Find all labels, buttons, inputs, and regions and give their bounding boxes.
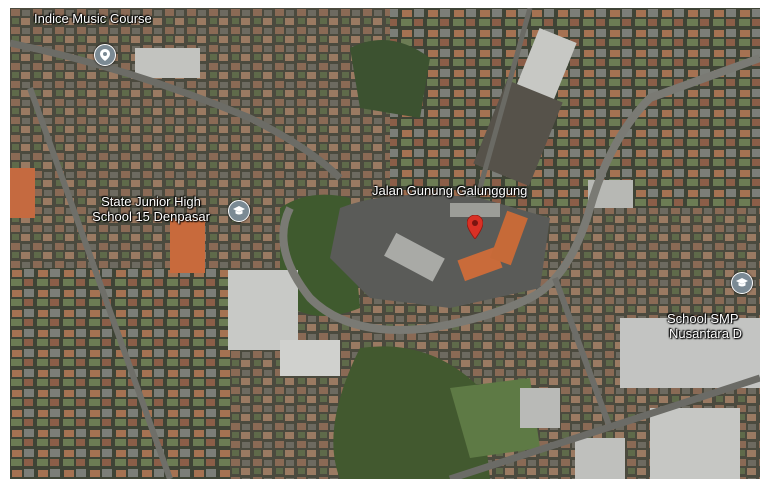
label-school-smp: School SMP Nusantara D bbox=[667, 311, 742, 341]
school-icon[interactable] bbox=[94, 44, 116, 66]
label-indice-music-course: Indice Music Course bbox=[34, 11, 152, 26]
graduation-cap-icon bbox=[233, 206, 245, 215]
location-pin-icon[interactable] bbox=[467, 215, 483, 239]
location-marker-icon bbox=[100, 49, 110, 61]
satellite-map[interactable]: Indice Music Course State Junior High Sc… bbox=[10, 8, 760, 479]
label-line: State Junior High bbox=[101, 194, 201, 209]
school-icon[interactable] bbox=[731, 272, 753, 294]
label-line: Nusantara D bbox=[669, 326, 742, 341]
school-icon[interactable] bbox=[228, 200, 250, 222]
label-street: Jalan Gunung Galunggung bbox=[372, 183, 528, 198]
label-line: School SMP bbox=[667, 311, 739, 326]
label-line: School 15 Denpasar bbox=[92, 209, 210, 224]
label-state-junior-high: State Junior High School 15 Denpasar bbox=[76, 194, 226, 224]
satellite-imagery bbox=[10, 8, 760, 479]
graduation-cap-icon bbox=[736, 278, 748, 287]
